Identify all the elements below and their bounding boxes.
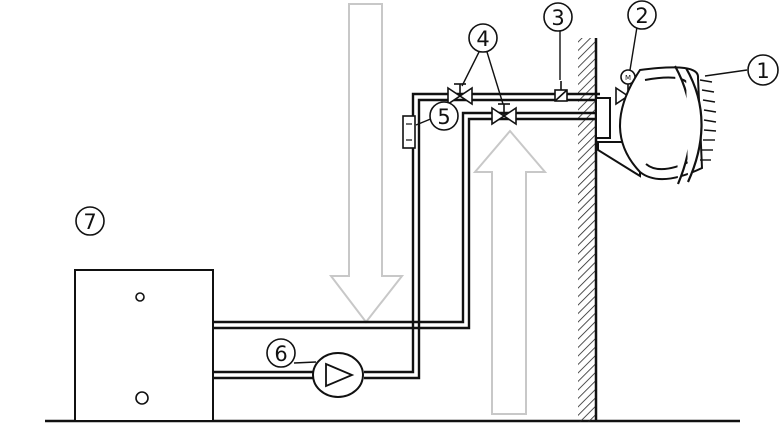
callout-6: 6 (266, 338, 296, 368)
callout-2: 2 (627, 0, 657, 30)
callout-4: 4 (468, 23, 498, 53)
air-vent-5 (402, 115, 416, 149)
upward-air-arrow (472, 129, 548, 415)
callout-1-label: 1 (756, 59, 769, 83)
valve-motor-icon: M (625, 74, 631, 82)
shutoff-valve-4-upper (447, 83, 473, 106)
callout-5: 5 (429, 101, 459, 131)
fan-heater-unit (595, 65, 717, 185)
return-pipe (213, 92, 600, 380)
downward-air-arrow (328, 3, 405, 324)
callout-5-label: 5 (437, 105, 450, 129)
callout-3: 3 (543, 2, 573, 32)
circulation-pump-6 (312, 352, 364, 398)
callout-3-label: 3 (551, 6, 564, 30)
callout-6-label: 6 (274, 342, 287, 366)
callout-7-label: 7 (83, 210, 96, 234)
filter-3 (554, 81, 568, 102)
boiler-tank (74, 269, 214, 422)
shutoff-valve-4-lower (491, 103, 517, 126)
supply-pipe (213, 111, 600, 330)
callout-4-label: 4 (476, 27, 489, 51)
callout-7: 7 (75, 206, 105, 236)
callout-1: 1 (747, 54, 779, 86)
callout-2-label: 2 (635, 4, 648, 28)
wall (578, 38, 598, 422)
